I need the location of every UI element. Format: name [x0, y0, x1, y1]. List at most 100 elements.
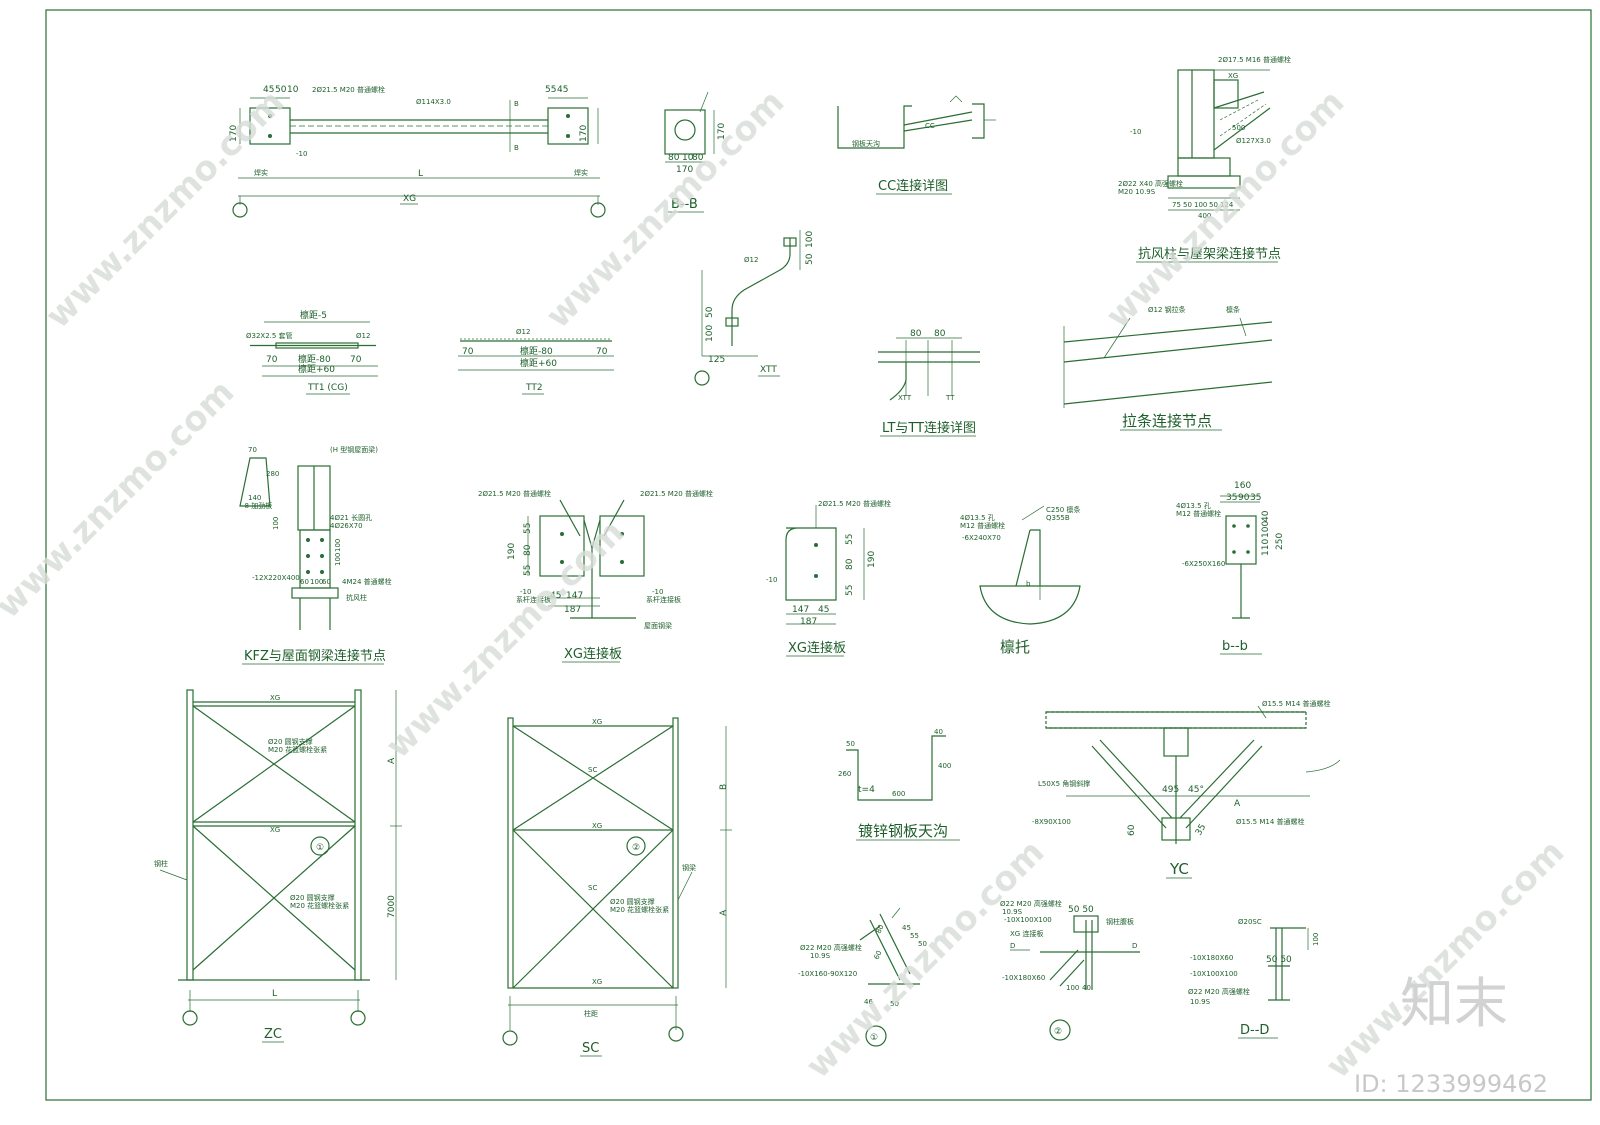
sc-dist: 柱距	[584, 1009, 598, 1018]
xgp2-v2: 80	[845, 558, 855, 570]
kfz-bolt2: 4Ø26X70	[330, 522, 363, 530]
yc-60: 60	[1127, 824, 1137, 836]
node1-45: 45	[902, 924, 911, 932]
yc-bolt-bot: Ø15.5 M14 普通螺栓	[1236, 817, 1305, 826]
wind-m10: -10	[1130, 128, 1141, 136]
node2-xg: XG 连接板	[1010, 929, 1043, 938]
xgp2-bolt: 2Ø21.5 M20 普通螺栓	[818, 499, 891, 508]
wind-500: 500	[1232, 124, 1245, 132]
node1-60: 60	[873, 949, 884, 960]
zc-dim-a: A	[387, 757, 397, 764]
pt-q355: Q355B	[1046, 514, 1070, 522]
node1-plate: -10X160-90X120	[798, 970, 857, 978]
xgp-m10-right: -10	[652, 588, 663, 596]
kfz-dim-60a: 60	[300, 578, 309, 586]
wind-dim-124: 124	[1220, 201, 1234, 209]
sc-beam: 钢梁	[682, 863, 696, 872]
kfz-node: 70 280 140 -8 加劲板 100 (H 型钢屋面梁) -12X220X…	[239, 445, 392, 665]
zc-bracing: XG XG Ø20 圆钢支撑 M20 花篮螺栓张紧 Ø20 圆钢支撑 M20 花…	[154, 689, 402, 1043]
bb2-250: 250	[1275, 533, 1285, 550]
wind-dim-75: 75	[1172, 201, 1181, 209]
sc-bracing: XG SC XG SC XG Ø20 圆钢支撑 M20 花篮螺栓张紧 钢梁 柱距…	[502, 717, 732, 1057]
dd-5050: 50 50	[1266, 955, 1292, 965]
xgp-bolt-left: 2Ø21.5 M20 普通螺栓	[478, 489, 551, 498]
xgp-beam: 屋面钢梁	[644, 621, 672, 630]
brand-logo: 知末	[1400, 972, 1508, 1035]
xg-dim-e: 45	[557, 85, 568, 95]
sc-title: SC	[582, 1041, 599, 1056]
lt-dim-80a: 80	[910, 329, 922, 339]
node1-grade: 10.9S	[810, 952, 831, 960]
wind-pipe-note: Ø127X3.0	[1236, 137, 1271, 145]
node2-title: ②	[1054, 1027, 1062, 1037]
tie-node-title: 拉条连接节点	[1122, 412, 1212, 430]
pt-b: b	[1026, 580, 1031, 588]
purlin-support: 4Ø13.5 孔 M12 普通螺栓 -6X240X70 C250 檩条 Q355…	[960, 505, 1081, 656]
kfz-plate: -12X220X400	[252, 574, 300, 582]
node2-100: 100	[1066, 984, 1079, 992]
bb2-dim-35b: 35	[1250, 493, 1261, 503]
lt-title: LT与TT连接详图	[882, 420, 976, 436]
sc-rod: Ø20 圆钢支撑	[610, 897, 655, 906]
bb2-plate: -6X250X160	[1182, 560, 1225, 568]
node-1: Ø22 M20 高强螺栓 10.9S -10X160-90X120 80 60 …	[798, 907, 927, 1047]
tt2-title: TT2	[525, 383, 543, 393]
kfz-140: 140	[248, 494, 261, 502]
cc-title: CC连接详图	[878, 178, 948, 194]
xtt-rod: Ø12	[744, 256, 758, 264]
tt2-left: 70	[462, 347, 474, 357]
dd-title: D--D	[1240, 1023, 1269, 1038]
cc-detail: CC 钢板天沟 CC连接详图	[837, 95, 996, 195]
xg-section-b-bot: B	[514, 144, 519, 152]
zc-xg-top: XG	[270, 694, 280, 702]
tt1-pipe: Ø32X2.5 套管	[246, 331, 293, 340]
kfz-v1: 100	[334, 553, 342, 566]
zc-rod1b: M20 花篮螺栓张紧	[268, 745, 327, 754]
sc-dim-b: B	[719, 784, 729, 790]
wind-bolt2: 2Ø22 X40 高强螺栓	[1118, 179, 1183, 188]
yc-brace: Ø15.5 M14 普通螺栓 L50X5 角钢斜撑 -8X90X100 Ø15.…	[1032, 699, 1341, 879]
sc-rodb: M20 花篮螺栓张紧	[610, 905, 669, 914]
xgp-v2: 80	[523, 544, 533, 556]
bb-dim-80b: 80	[692, 153, 704, 163]
watermark-site-3: www.znzmo.com	[1098, 82, 1352, 336]
node2-d-right: D	[1132, 942, 1137, 950]
node1-title: ①	[870, 1033, 878, 1043]
tt2-right: 70	[596, 347, 608, 357]
cc-label: CC	[925, 122, 935, 130]
xg-plate-thk: -10	[296, 150, 307, 158]
watermark-site-7: www.znzmo.com	[0, 372, 242, 626]
xgp-bolt-right: 2Ø21.5 M20 普通螺栓	[640, 489, 713, 498]
wind-dim-400: 400	[1198, 212, 1211, 220]
kfz-stiffener: -8 加劲板	[242, 501, 272, 510]
xgp-weld-left: 系杆连接板	[516, 595, 551, 604]
sc-label-2: SC	[588, 884, 597, 892]
zc-dim-7000: 7000	[387, 895, 397, 918]
yc-bolt-top: Ø15.5 M14 普通螺栓	[1262, 699, 1331, 708]
bb-dim-170: 170	[676, 165, 693, 175]
yc-plate: -8X90X100	[1032, 818, 1071, 826]
xtt-width: 125	[708, 355, 725, 365]
yc-a: A	[1234, 799, 1241, 809]
bb2-bolt: 4Ø13.5 孔	[1176, 502, 1211, 510]
galvanized-gutter: 50 40 260 400 t=4 600 镀锌钢板天沟	[838, 728, 960, 841]
watermark-site-4: www.znzmo.com	[378, 512, 632, 766]
xgp2-v1: 55	[845, 534, 855, 545]
section-bb: 80 10 80 170 170 B--B	[664, 91, 727, 213]
xgp-weld-right: 系杆连接板	[646, 595, 681, 604]
node2-d-left: D	[1010, 942, 1015, 950]
xg-plate-double: 2Ø21.5 M20 普通螺栓 2Ø21.5 M20 普通螺栓 190 55 8…	[478, 489, 713, 663]
kfz-v2: 100	[334, 539, 342, 552]
bb2-v1: 110	[1261, 539, 1271, 556]
xgp-v3: 55	[523, 565, 533, 576]
node1-bolt: Ø22 M20 高强螺栓	[800, 943, 862, 952]
kfz-bolt1: 4Ø21 长圆孔	[330, 513, 372, 522]
xtt-d1: 50	[805, 253, 815, 265]
dd-p1: -10X180X60	[1190, 954, 1233, 962]
node2-p2: -10X180X60	[1002, 974, 1045, 982]
yc-495: 495	[1162, 785, 1179, 795]
xg-dim-c: 10	[287, 85, 299, 95]
tt1-detail: 檩距-5 Ø32X2.5 套管 Ø12 70 70 檩距-80 檩距+60 TT…	[246, 309, 378, 395]
xgp2-m10: -10	[766, 576, 777, 584]
